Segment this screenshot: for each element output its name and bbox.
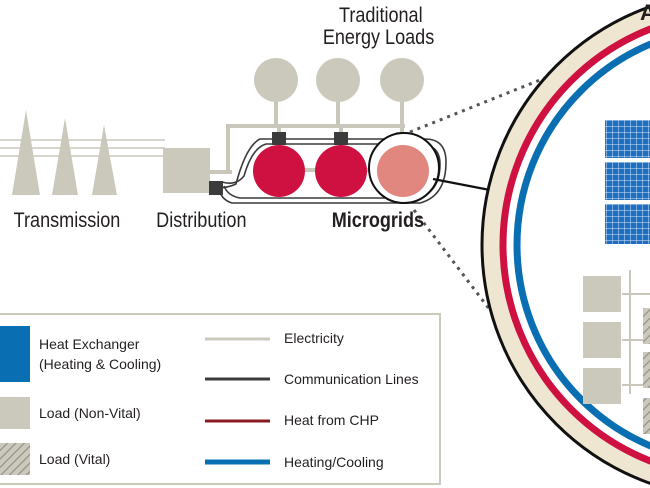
distribution-controller-icon (209, 181, 223, 195)
legend-load-nonvital-swatch (0, 397, 30, 429)
solar-panel-icon (605, 162, 650, 200)
legend-communication-label: Communication Lines (284, 371, 419, 387)
microgrid-icon (253, 145, 305, 197)
solar-panel-icon (605, 120, 650, 158)
distribution-label: Distribution (156, 209, 246, 233)
detail-load-vital-icon (643, 308, 650, 344)
microgrids-label: Microgrids (332, 209, 424, 233)
detail-load-nonvital-icon (583, 322, 621, 358)
transmission-label: Transmission (14, 209, 121, 233)
detail-load-vital-icon (643, 352, 650, 388)
detail-load-vital-icon (643, 398, 650, 434)
microgrids (253, 132, 491, 204)
detail-title-fragment: A (640, 0, 650, 25)
microgrid-highlight-icon (377, 145, 429, 197)
legend-electricity-label: Electricity (284, 330, 344, 346)
traditional-load-icon (316, 58, 360, 102)
microgrid-detail-view (480, 5, 650, 485)
microgrid-icon (315, 145, 367, 197)
legend-load-nonvital-label: Load (Non-Vital) (39, 405, 141, 421)
transmission-towers (12, 110, 117, 195)
legend-box (0, 313, 441, 485)
traditional-loads (254, 58, 424, 102)
traditional-load-icon (380, 58, 424, 102)
legend-load-vital-swatch (0, 443, 30, 475)
solar-panel-icon (605, 204, 650, 244)
traditional-load-icon (254, 58, 298, 102)
legend-load-vital-label: Load (Vital) (39, 451, 110, 467)
transmission-tower-icon (52, 118, 78, 195)
microgrid-controller-icon (272, 132, 286, 145)
legend: Heat Exchanger (Heating & Cooling) Load … (0, 313, 441, 485)
distribution-substation-icon (163, 148, 210, 193)
traditional-loads-label-line1: Traditional (339, 4, 423, 28)
legend-heating-cooling-label: Heating/Cooling (284, 454, 384, 470)
legend-heat-chp-label: Heat from CHP (284, 412, 379, 428)
detail-load-nonvital-icon (583, 276, 621, 312)
detail-heat-ring (499, 25, 650, 465)
detail-load-nonvital-icon (583, 368, 621, 404)
legend-heat-exchanger-label-line1: Heat Exchanger (39, 336, 140, 352)
traditional-loads-label-line2: Energy Loads (323, 26, 435, 50)
legend-heat-exchanger-swatch (0, 326, 30, 382)
detail-cooling-ring (513, 40, 650, 450)
transmission-tower-icon (12, 110, 40, 195)
microgrid-controller-icon (334, 132, 348, 145)
legend-heat-exchanger-label-line2: (Heating & Cooling) (39, 356, 161, 372)
transmission-tower-icon (92, 125, 117, 195)
